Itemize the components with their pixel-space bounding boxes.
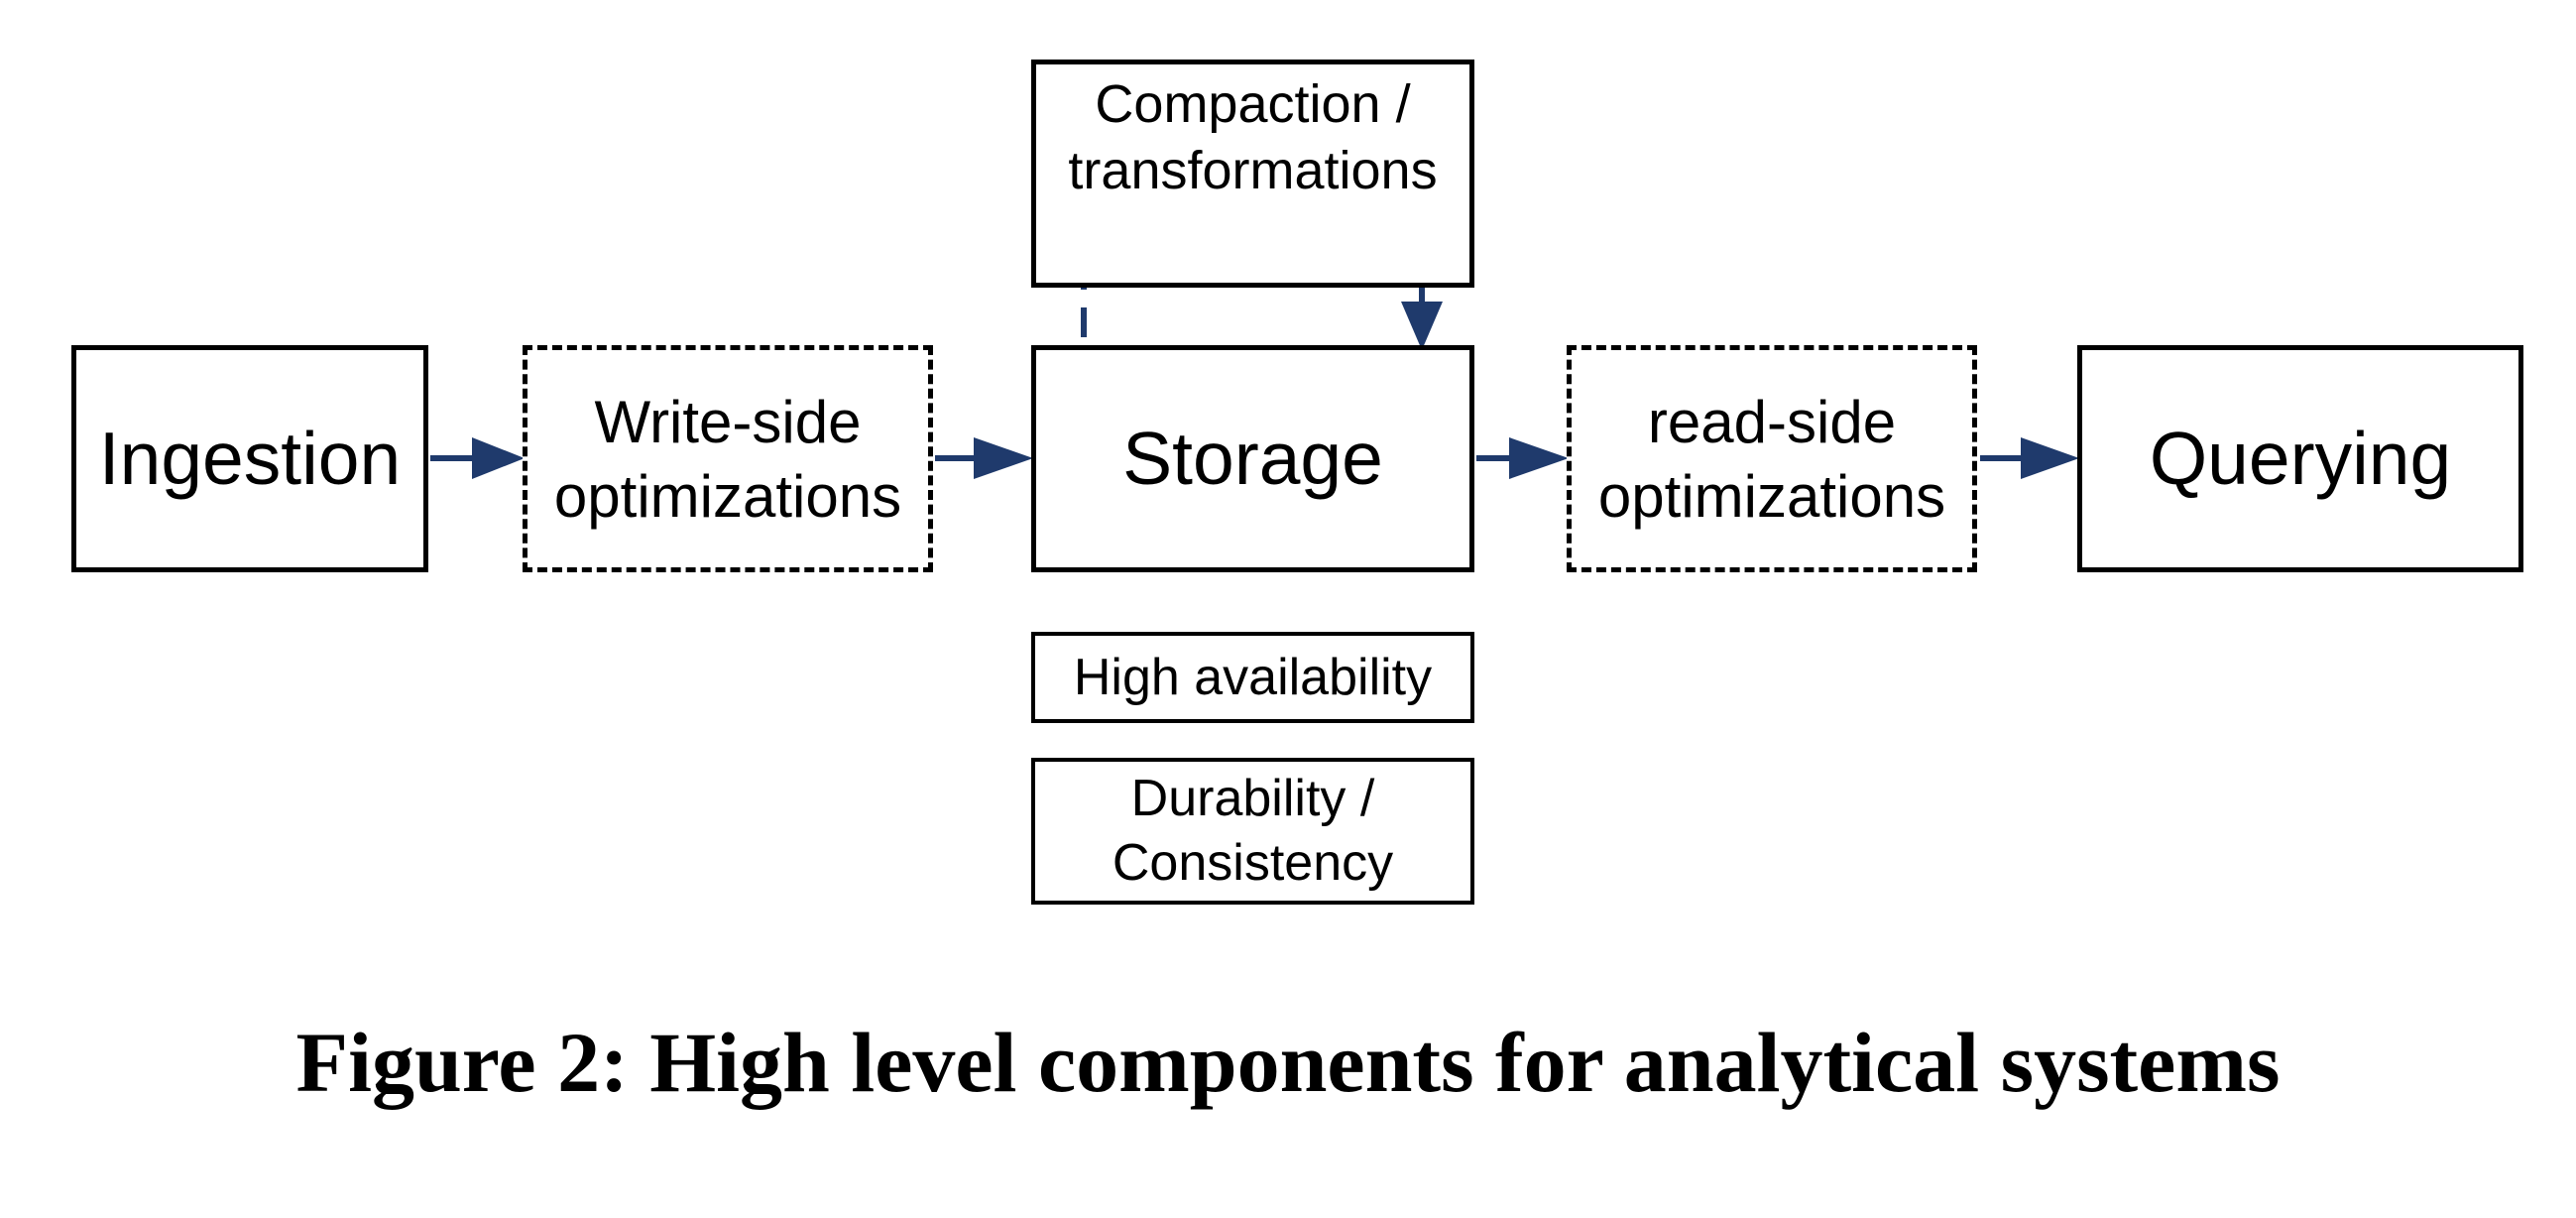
node-querying: Querying — [2077, 345, 2523, 572]
node-durability-consistency: Durability / Consistency — [1031, 758, 1474, 905]
read-side-label-line1: read-side — [1647, 388, 1897, 455]
node-write-side-optimizations: Write-side optimizations — [523, 345, 933, 572]
arrow-readside-to-querying-head-icon — [2021, 437, 2079, 479]
read-side-label-line2: optimizations — [1597, 462, 1946, 530]
node-read-side-optimizations: read-side optimizations — [1567, 345, 1977, 572]
node-compaction: Compaction / transformations — [1031, 60, 1474, 288]
node-ingestion: Ingestion — [71, 345, 428, 572]
compaction-label-line2: transformations — [1068, 141, 1438, 200]
arrow-storage-to-readside-head-icon — [1509, 437, 1569, 479]
feedback-arrow-down-head-icon — [1401, 302, 1443, 350]
durability-label-line2: Consistency — [1112, 834, 1394, 892]
ingestion-label: Ingestion — [98, 416, 402, 500]
durability-label-line1: Durability / — [1130, 770, 1375, 827]
compaction-label-line1: Compaction / — [1095, 73, 1411, 134]
node-high-availability: High availability — [1031, 632, 1474, 723]
write-side-label-line1: Write-side — [594, 388, 862, 455]
high-availability-label: High availability — [1073, 648, 1433, 706]
write-side-label-line2: optimizations — [553, 462, 902, 530]
figure-caption: Figure 2: High level components for anal… — [295, 1015, 2281, 1110]
node-storage: Storage — [1031, 345, 1474, 572]
querying-label: Querying — [2149, 416, 2452, 500]
arrow-ingestion-to-writeside-head-icon — [472, 437, 525, 479]
arrow-writeside-to-storage-head-icon — [974, 437, 1033, 479]
storage-label: Storage — [1122, 416, 1383, 500]
